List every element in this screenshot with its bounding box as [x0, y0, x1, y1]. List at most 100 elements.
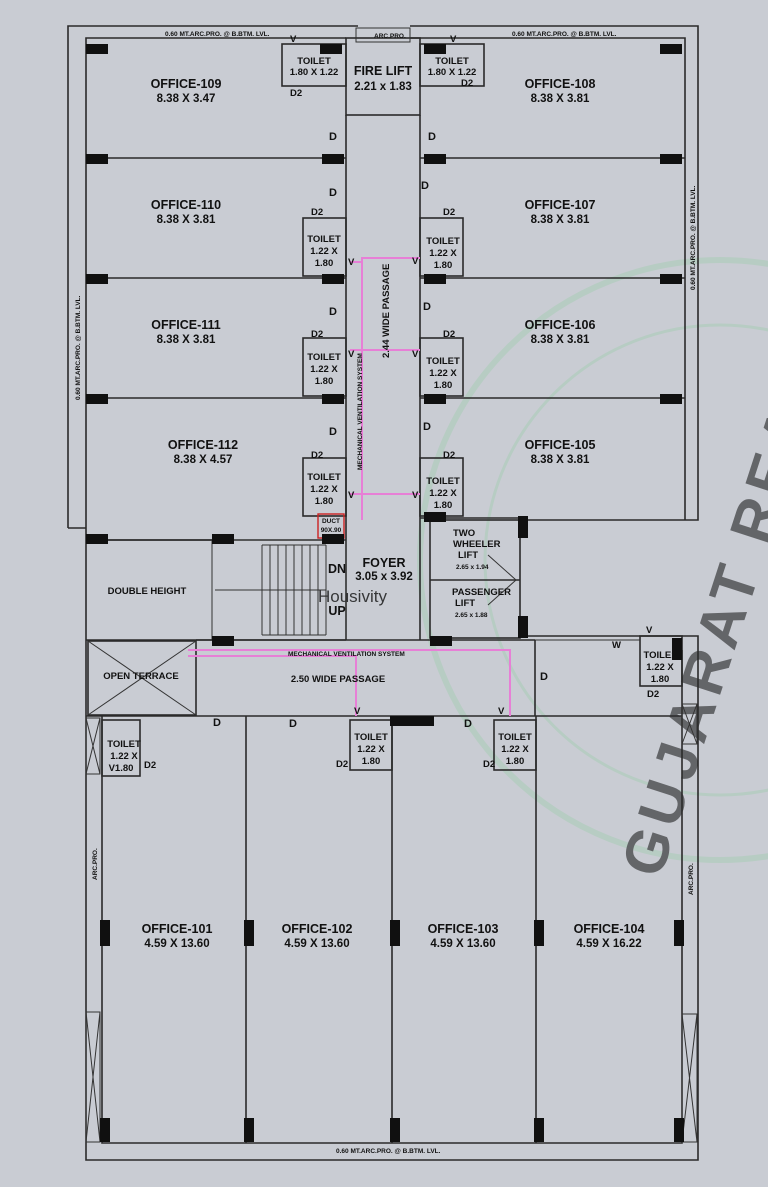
office-111-dim: 8.38 X 3.81: [157, 334, 216, 346]
outer-walls: [67, 25, 699, 1161]
toilet-102: TOILET 1.22 X 1.80: [354, 732, 388, 767]
mech-vent-horizontal: MECHANICAL VENTILATION SYSTEM: [288, 651, 405, 658]
passage-vertical-label: 2.44 WIDE PASSAGE: [381, 264, 392, 358]
office-104-dim: 4.59 X 16.22: [576, 938, 641, 950]
office-107-name: OFFICE-107: [525, 198, 596, 212]
arc-label-top-left: 0.60 MT.ARC.PRO. @ B.BTM. LVL.: [165, 31, 270, 38]
toilet-105-l3: 1.80: [434, 500, 453, 511]
toilet-top-left-dim: 1.80 X 1.22: [290, 67, 339, 78]
toilet-105: TOILET 1.22 X 1.80: [426, 476, 460, 511]
toilet-top-right-dim: 1.80 X 1.22: [428, 67, 477, 78]
arc-label-top-right: 0.60 MT.ARC.PRO. @ B.BTM. LVL.: [512, 31, 617, 38]
mech-vent-vertical: MECHANICAL VENTILATION SYSTEM: [357, 353, 364, 470]
door-mark: D: [428, 131, 436, 143]
office-112-name: OFFICE-112: [168, 438, 238, 452]
office-111-name: OFFICE-111: [151, 318, 221, 332]
columns: [86, 44, 684, 1142]
office-108-dim: 8.38 X 3.81: [531, 93, 590, 105]
toilet-101-name: TOILET: [107, 739, 141, 750]
vent-mark: V: [348, 257, 355, 268]
office-109-dim: 8.38 X 3.47: [157, 93, 216, 105]
double-height-label: DOUBLE HEIGHT: [108, 586, 187, 597]
arc-label-small: ARC.PRO.: [374, 33, 406, 40]
office-106-dim: 8.38 X 3.81: [531, 334, 590, 346]
two-wheeler-l2: WHEELER: [453, 539, 501, 550]
toilet-104-l2: 1.22 X: [646, 662, 674, 673]
arc-label-left: 0.60 MT.ARC.PRO. @ B.BTM. LVL.: [75, 295, 82, 400]
toilet-top-right-name: TOILET: [435, 56, 469, 67]
toilet-110-l3: 1.80: [315, 258, 334, 269]
vent-mark: V: [646, 625, 653, 636]
office-106-name: OFFICE-106: [525, 318, 596, 332]
d2-mark: D2: [647, 689, 659, 700]
foyer-name: FOYER: [362, 556, 405, 570]
toilet-101-l2: 1.22 X: [110, 751, 138, 762]
fire-lift-name: FIRE LIFT: [354, 64, 413, 78]
toilet-101: TOILET 1.22 X V1.80: [107, 739, 141, 774]
window-mark: W: [612, 640, 621, 651]
watermark-ring-inner: [483, 323, 768, 797]
toilet-106: TOILET 1.22 X 1.80: [426, 356, 460, 391]
two-wheeler-l3: LIFT: [458, 550, 478, 561]
toilet-107-name: TOILET: [426, 236, 460, 247]
d2-mark: D2: [443, 207, 455, 218]
office-107-dim: 8.38 X 3.81: [531, 214, 590, 226]
toilet-112-l3: 1.80: [315, 496, 334, 507]
d2-mark: D2: [144, 760, 156, 771]
office-110-dim: 8.38 X 3.81: [157, 214, 216, 226]
vent-marks: V V V V V V V V V V V: [290, 34, 653, 717]
toilet-103: TOILET 1.22 X 1.80: [498, 732, 532, 767]
toilet-110-l2: 1.22 X: [310, 246, 338, 257]
office-109-name: OFFICE-109: [151, 77, 222, 91]
d2-mark: D2: [443, 450, 455, 461]
office-105-dim: 8.38 X 3.81: [531, 454, 590, 466]
office-101-name: OFFICE-101: [142, 922, 213, 936]
toilet-107-l2: 1.22 X: [429, 248, 457, 259]
toilet-111: TOILET 1.22 X 1.80: [307, 352, 341, 387]
d2-mark: D2: [290, 88, 302, 99]
office-108-name: OFFICE-108: [525, 77, 596, 91]
toilet-102-name: TOILET: [354, 732, 388, 743]
toilet-110-name: TOILET: [307, 234, 341, 245]
door-mark: D: [329, 187, 337, 199]
vent-mark: V: [412, 256, 419, 267]
fire-lift-dim: 2.21 x 1.83: [354, 81, 412, 93]
office-104-name: OFFICE-104: [574, 922, 645, 936]
two-wheeler-l1: TWO: [453, 528, 475, 539]
arc-label-lower-left: ARC.PRO.: [92, 848, 99, 880]
vent-mark: V: [498, 706, 505, 717]
office-110-name: OFFICE-110: [151, 198, 221, 212]
d2-mark: D2: [311, 207, 323, 218]
passenger-dim: 2.65 x 1.88: [455, 612, 488, 619]
vent-mark: V: [348, 349, 355, 360]
door-mark: D: [329, 426, 337, 438]
toilet-106-name: TOILET: [426, 356, 460, 367]
vent-mark: V: [412, 490, 419, 501]
toilet-102-l3: 1.80: [362, 756, 381, 767]
vent-mark: V: [412, 349, 419, 360]
door-mark: D: [464, 718, 472, 730]
office-101-dim: 4.59 X 13.60: [144, 938, 209, 950]
d2-mark: D2: [443, 329, 455, 340]
toilet-101-l3: V1.80: [109, 763, 134, 774]
office-103-name: OFFICE-103: [428, 922, 499, 936]
toilet-106-l2: 1.22 X: [429, 368, 457, 379]
door-mark: D: [423, 301, 431, 313]
d2-marks: D2 D2 D2 D2 D2 D2 D2 D2 D2 D2 D2 D2: [144, 78, 659, 771]
toilet-103-l2: 1.22 X: [501, 744, 529, 755]
door-mark: D: [213, 717, 221, 729]
toilet-106-l3: 1.80: [434, 380, 453, 391]
door-mark: D: [329, 131, 337, 143]
toilet-103-name: TOILET: [498, 732, 532, 743]
stair-dn-label: DN: [328, 562, 346, 576]
duct-label: DUCT: [322, 518, 340, 525]
toilet-112: TOILET 1.22 X 1.80: [307, 472, 341, 507]
toilet-top-left-name: TOILET: [297, 56, 331, 67]
ventilation-lines: [188, 257, 511, 716]
office-112-dim: 8.38 X 4.57: [174, 454, 233, 466]
passage-horizontal-label: 2.50 WIDE PASSAGE: [291, 674, 385, 685]
stair-up-label: UP: [328, 604, 345, 618]
vent-mark: V: [354, 706, 361, 717]
